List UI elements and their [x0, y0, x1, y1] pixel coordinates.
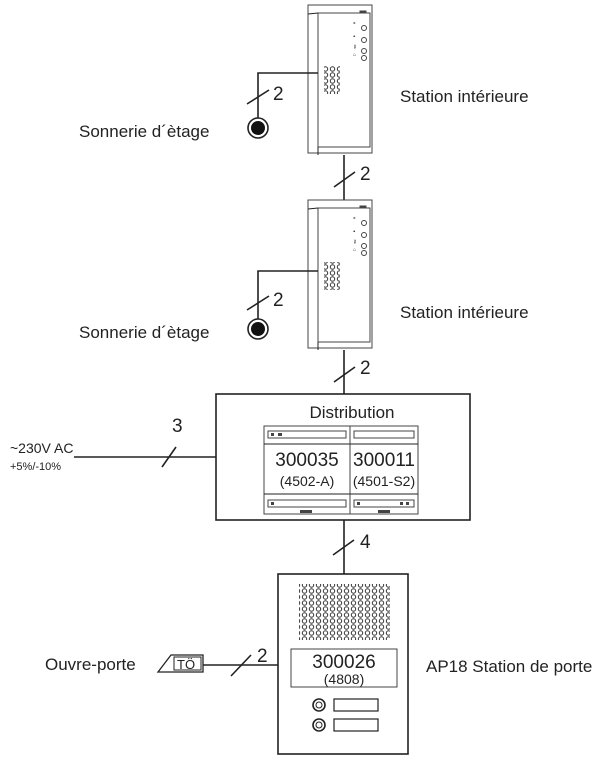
indoor-station-top: ⁎ ꔷ ⚷ ⌂ [307, 4, 373, 155]
indoor-station-bottom-label: Station intérieure [400, 303, 529, 322]
wire-between-indoor-count: 2 [360, 164, 371, 185]
door-station-label: AP18 Station de porte [426, 657, 592, 676]
door-opener-wire-tick [230, 654, 252, 677]
door-station [277, 573, 409, 755]
floor-bell-top-label: Sonnerie d´ètage [79, 122, 209, 141]
indoor-station-top-label: Station intérieure [400, 87, 529, 106]
module-left [263, 425, 351, 515]
door-station-code: 300026 [312, 652, 375, 673]
door-speaker-grille [299, 584, 390, 640]
svg-text:ꔷ: ꔷ [353, 34, 356, 40]
indoor-station-bottom: ⁎ ꔷ ⚷ ⌂ [307, 199, 373, 350]
door-opener-symbol-text: TÖ [177, 657, 195, 672]
station-buttons: ⁎ ꔷ ⚷ ⌂ [353, 205, 367, 256]
bell-top-wire-tick [246, 89, 270, 105]
svg-text:ꔷ: ꔷ [353, 229, 356, 235]
bell-bottom-wire-count: 2 [273, 290, 284, 311]
bell-bottom-wire [257, 270, 318, 321]
door-station-model: (4808) [324, 671, 364, 687]
module-left-code: 300035 [275, 450, 338, 471]
wire-between-indoor-tick [333, 171, 356, 188]
svg-text:⚷: ⚷ [353, 44, 357, 50]
door-opener-label: Ouvre-porte [45, 655, 136, 674]
svg-text:⌂: ⌂ [353, 52, 356, 58]
power-wire-count: 3 [172, 416, 183, 437]
station-buttons: ⁎ ꔷ ⚷ ⌂ [353, 10, 367, 61]
distribution-title: Distribution [309, 403, 394, 422]
floor-bell-bottom-icon [247, 318, 269, 340]
svg-text:⁎: ⁎ [353, 215, 356, 221]
speaker-grille [324, 66, 340, 94]
wire-to-distribution-count: 2 [360, 358, 371, 379]
floor-bell-bottom-label: Sonnerie d´ètage [79, 323, 209, 342]
name-label-1 [333, 698, 379, 712]
door-opener-symbol [156, 654, 204, 673]
speaker-grille [324, 262, 340, 290]
door-opener-wire-count: 2 [257, 646, 268, 667]
svg-text:⌂: ⌂ [353, 247, 356, 253]
module-right [349, 425, 419, 515]
svg-text:⁎: ⁎ [353, 20, 356, 26]
module-right-code: 300011 [353, 450, 415, 471]
power-label: ~230V AC [10, 440, 73, 456]
bell-bottom-wire-tick [246, 295, 270, 311]
svg-text:⚷: ⚷ [353, 239, 357, 245]
door-name-plate [290, 648, 398, 688]
name-label-2 [333, 718, 379, 732]
floor-bell-top-icon [247, 117, 269, 139]
wire-to-distribution-tick [333, 366, 356, 383]
power-wire-tick [161, 446, 177, 468]
wire-to-door-tick [332, 539, 355, 556]
module-right-model: (4501-S2) [353, 473, 415, 489]
wire-to-door-count: 4 [360, 532, 371, 553]
bell-top-wire-count: 2 [273, 84, 284, 105]
module-left-model: (4502-A) [280, 473, 334, 489]
bell-top-wire [257, 72, 318, 121]
power-tolerance: +5%/-10% [10, 461, 61, 473]
